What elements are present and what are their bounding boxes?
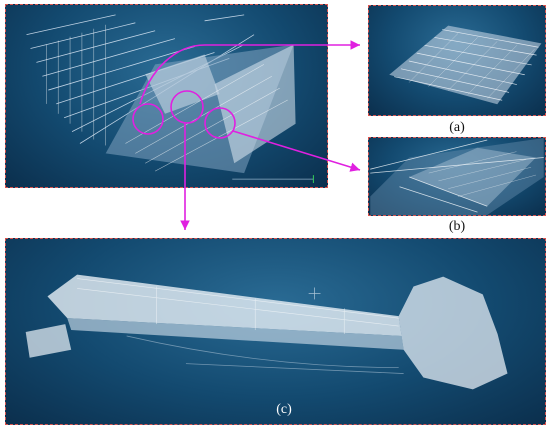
panel-b-point-cloud — [370, 138, 544, 215]
panel-a-stacked-cargo — [368, 5, 546, 116]
main-overview-panel — [5, 4, 328, 188]
main-point-cloud — [26, 14, 314, 184]
panel-c-point-cloud — [25, 274, 508, 390]
caption-a: (a) — [449, 120, 465, 135]
caption-c: (c) — [276, 402, 292, 417]
panel-a-point-cloud — [389, 25, 542, 105]
panel-b-hold-edge — [368, 137, 546, 216]
panel-c-hull-side-view — [5, 238, 546, 425]
caption-b: (b) — [448, 219, 466, 234]
